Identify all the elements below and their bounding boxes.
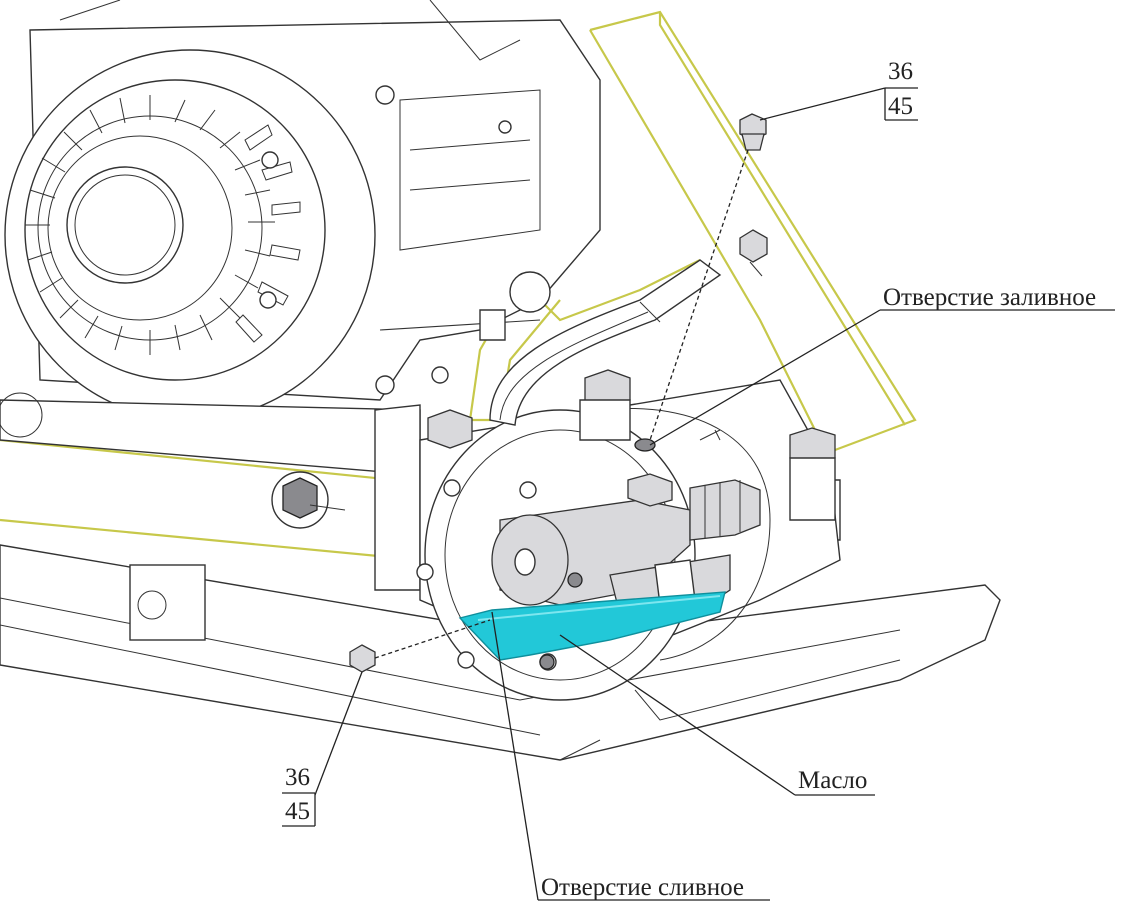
housing-bolt-1	[427, 409, 473, 449]
ref-number-45-top: 45	[888, 93, 913, 120]
drain-hole-label: Отверстие сливное	[541, 874, 744, 901]
fill-plug	[634, 113, 767, 452]
callout-fill-hole: Отверстие заливное	[649, 284, 1115, 446]
oil-level	[458, 591, 726, 670]
frame-bolt	[282, 477, 318, 519]
ref-number-45-bottom: 45	[285, 798, 310, 825]
callout-oil: Масло	[559, 634, 875, 796]
base-lug	[129, 564, 206, 641]
fill-hole-mark	[634, 438, 656, 452]
recoil-starter	[4, 49, 449, 421]
callout-top-ref: 36 45	[759, 58, 918, 121]
side-plate	[0, 392, 421, 591]
ref-number-36-top: 36	[888, 58, 913, 85]
oil-label: Масло	[798, 767, 867, 794]
handle-hose	[489, 259, 722, 426]
ref-number-36-bottom: 36	[285, 764, 310, 791]
side-bolt	[739, 229, 768, 277]
drain-plug	[349, 619, 491, 673]
callout-bottom-ref: 36 45	[282, 671, 363, 827]
engine-knob	[509, 271, 551, 313]
starter-hub	[66, 166, 184, 284]
fill-hole-label: Отверстие заливное	[883, 284, 1096, 311]
callout-drain-hole: Отверстие сливное	[491, 611, 770, 901]
